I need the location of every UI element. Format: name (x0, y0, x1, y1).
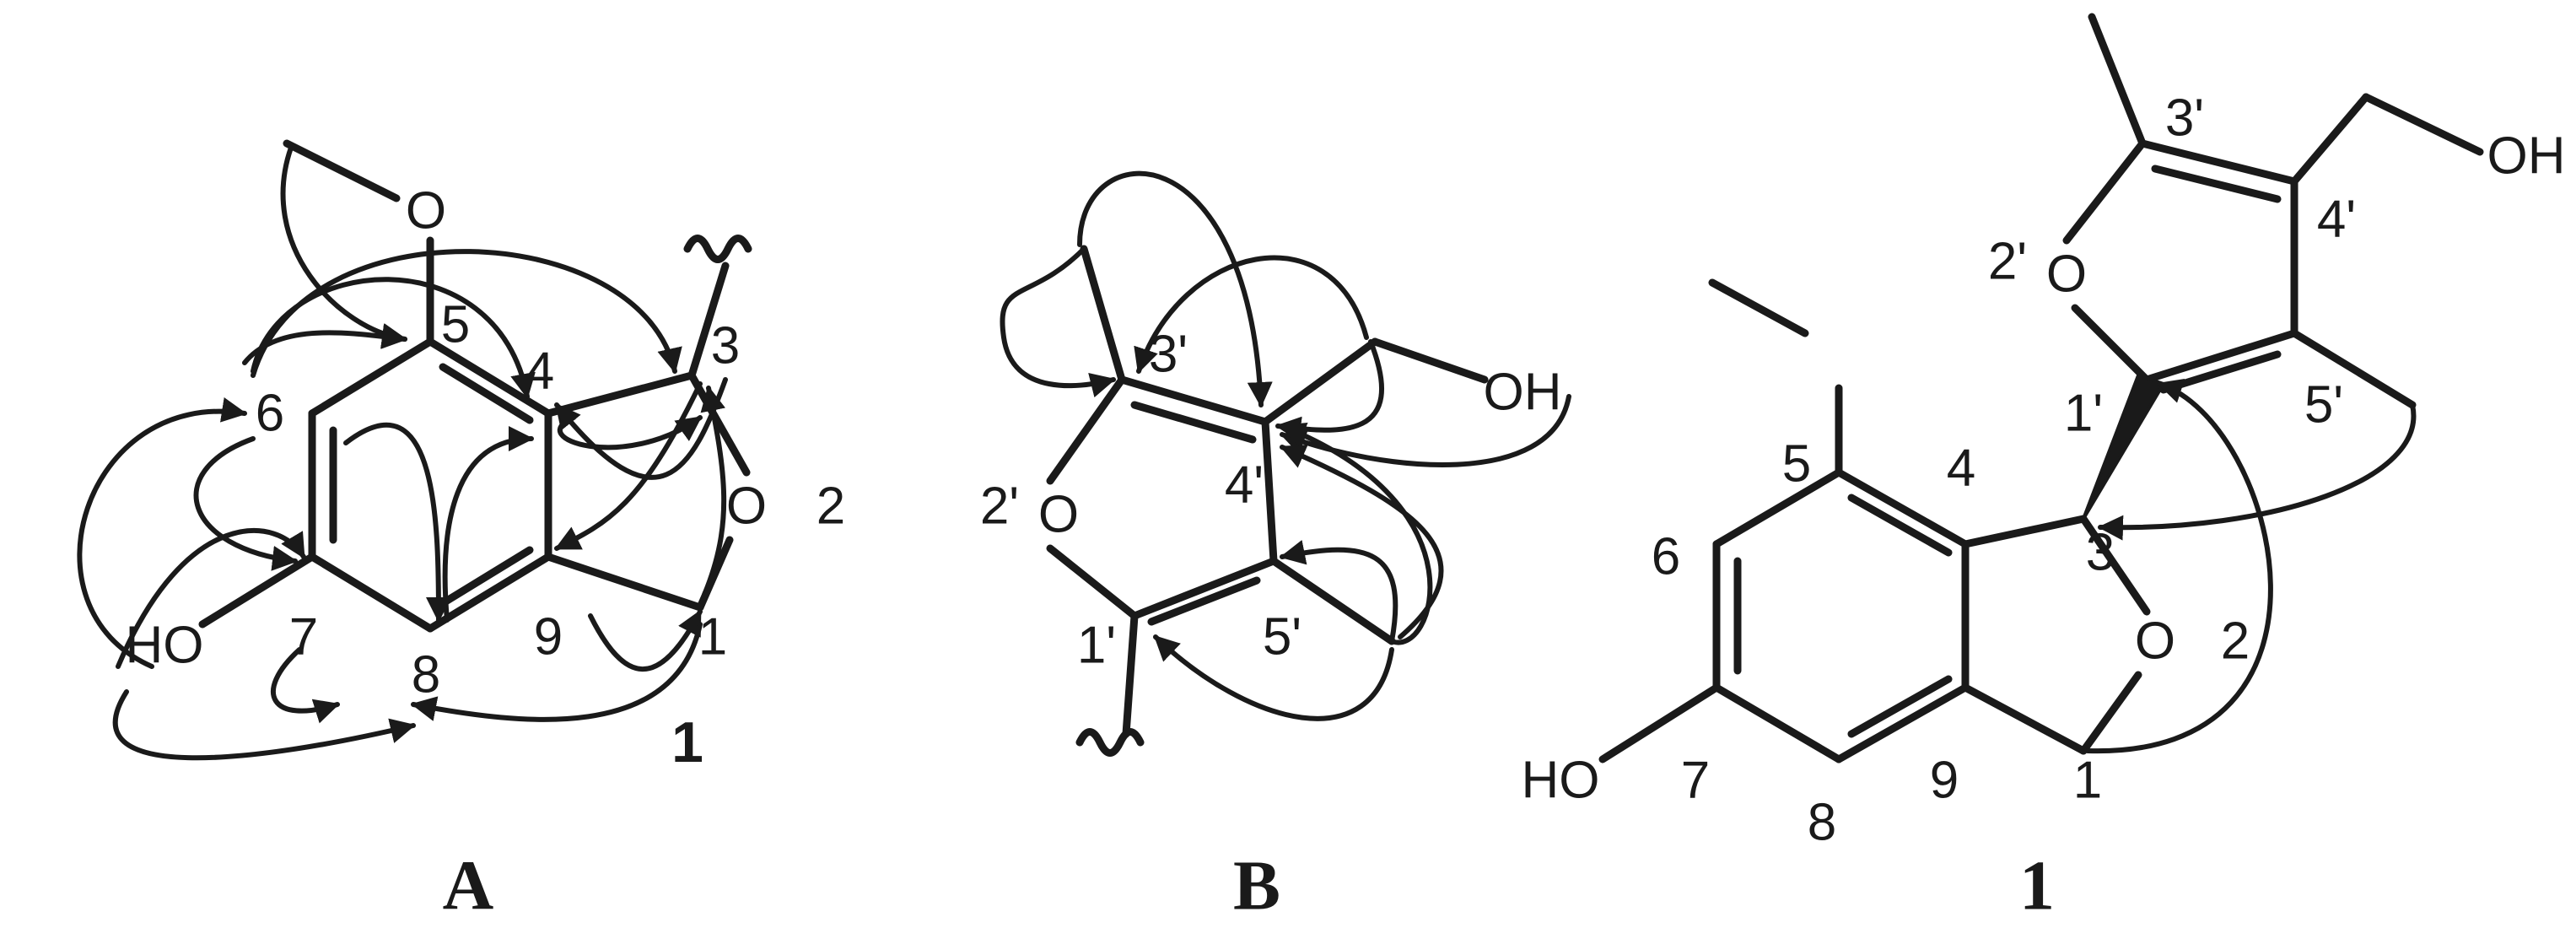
atom-label: 1 (2073, 752, 2102, 810)
atom-label: 3' (2165, 89, 2204, 148)
atom-label: 7 (1681, 752, 1710, 810)
panel-a-caption: A (443, 847, 494, 925)
panel-b: 3' OH 2' O 4' 1' 5' B (980, 170, 1571, 925)
atom-label: 5' (2304, 376, 2343, 434)
atom-label: 8 (412, 646, 440, 704)
panel-1-caption: 1 (2019, 847, 2055, 925)
atom-label: 4 (1947, 440, 1975, 498)
atom-label: 4' (2317, 191, 2356, 249)
atom-label: 3 (2086, 524, 2115, 582)
atom-label: O (726, 477, 767, 536)
atom-label: OH (2487, 127, 2566, 186)
atom-label: HO (1522, 752, 1600, 810)
atom-label: 5 (441, 296, 470, 354)
atom-label: 8 (1808, 794, 1836, 852)
panel-a: O 5 4 3 6 O 2 HO 7 8 9 1 1 A (77, 139, 846, 925)
panel-b-labels: 3' OH 2' O 4' 1' 5' B (980, 326, 1562, 925)
atom-label: 9 (534, 608, 563, 666)
panel-b-bonds (1046, 245, 1489, 757)
panel-b-hmbc-arrows (1000, 170, 1571, 721)
atom-label: 4 (525, 343, 554, 401)
atom-label: 2 (2221, 612, 2250, 671)
atom-label: 2 (816, 477, 845, 536)
atom-label: 6 (1652, 528, 1680, 586)
atom-label: 9 (1930, 752, 1959, 810)
compound-number-label: 1 (671, 710, 703, 774)
panel-a-labels: O 5 4 3 6 O 2 HO 7 8 9 1 1 A (126, 182, 846, 925)
atom-label: 1' (1077, 617, 1116, 675)
atom-label: 2' (1988, 233, 2027, 291)
panel-1-bonds (1598, 13, 2484, 763)
atom-label: O (406, 182, 446, 240)
atom-label: 5 (1782, 435, 1811, 494)
atom-label: O (1038, 486, 1079, 544)
panel-b-caption: B (1233, 847, 1280, 925)
atom-label: 3 (711, 317, 740, 375)
atom-label: O (2135, 612, 2175, 671)
atom-label: O (2046, 245, 2087, 304)
panel-a-hmbc-arrows (77, 145, 728, 761)
atom-label: 2' (980, 477, 1019, 536)
atom-label: 1 (698, 608, 727, 666)
atom-label: HO (126, 617, 204, 675)
atom-label: 1' (2064, 385, 2103, 443)
atom-label: OH (1484, 364, 1562, 422)
atom-label: 7 (289, 608, 318, 666)
panel-1-labels: 3' OH 4' 2' O 1' 5' 5 4 3 6 O 2 HO 7 8 9… (1522, 89, 2566, 925)
panel-1-hmbc-arrows (2085, 379, 2417, 754)
atom-label: 5' (1263, 608, 1301, 666)
atom-label: 3' (1149, 326, 1188, 384)
atom-label: 4' (1225, 456, 1264, 515)
atom-label: 6 (256, 385, 284, 443)
panel-1: 3' OH 4' 2' O 1' 5' 5 4 3 6 O 2 HO 7 8 9… (1522, 13, 2566, 925)
